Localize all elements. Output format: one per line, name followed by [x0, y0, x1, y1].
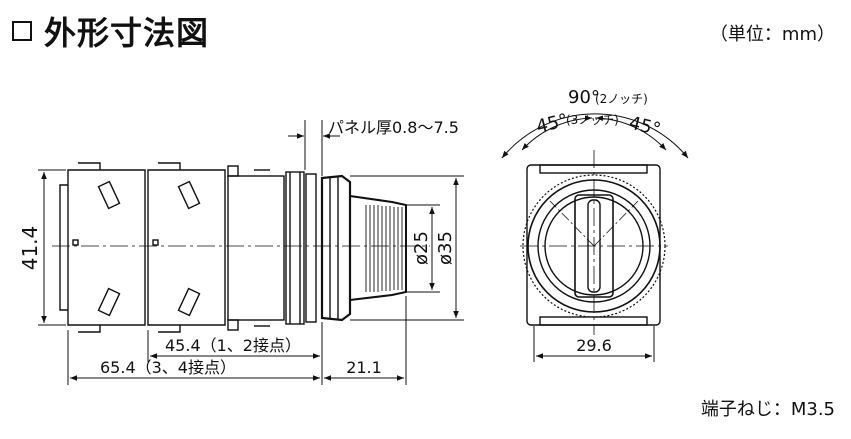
dim-dia-35: ø35 — [435, 231, 456, 265]
contact-block-1 — [59, 162, 146, 333]
dim-dia-25: ø25 — [411, 231, 432, 265]
dim-65-4: 65.4（3、4接点） — [100, 358, 236, 377]
page-title-text: 外形寸法図 — [44, 14, 210, 52]
dim-29-6: 29.6 — [576, 336, 612, 355]
terminal-screw-note: 端子ねじ：M3.5 — [700, 399, 835, 420]
contact-block-2 — [147, 162, 226, 333]
dim-45-4: 45.4（1、2接点） — [165, 336, 301, 355]
dim-angle-3notch: (3ノッチ) — [566, 113, 619, 127]
front-top-tab — [539, 164, 648, 174]
dim-angle-45-left: 45° — [534, 110, 570, 138]
dim-panel-thickness: パネル厚0.8～7.5 — [328, 118, 459, 137]
front-bottom-tab — [539, 316, 648, 326]
dim-21-1: 21.1 — [346, 358, 382, 377]
dim-angle-90: 90° — [568, 87, 600, 108]
dim-angle-90-note: (2ノッチ) — [595, 92, 648, 106]
dim-41-4: 41.4 — [18, 226, 42, 271]
mounting-body — [227, 165, 317, 331]
selector-knob — [349, 194, 407, 302]
bezel — [320, 174, 352, 322]
page-title: 外形寸法図 — [12, 8, 209, 54]
square-bullet-icon — [12, 21, 32, 41]
front-view — [520, 150, 668, 335]
side-view — [52, 162, 430, 333]
side-dimensions — [38, 120, 464, 385]
front-dimensions — [501, 113, 689, 362]
dim-angle-45-right: 45° — [627, 112, 663, 140]
unit-label: （単位：mm） — [709, 24, 835, 45]
